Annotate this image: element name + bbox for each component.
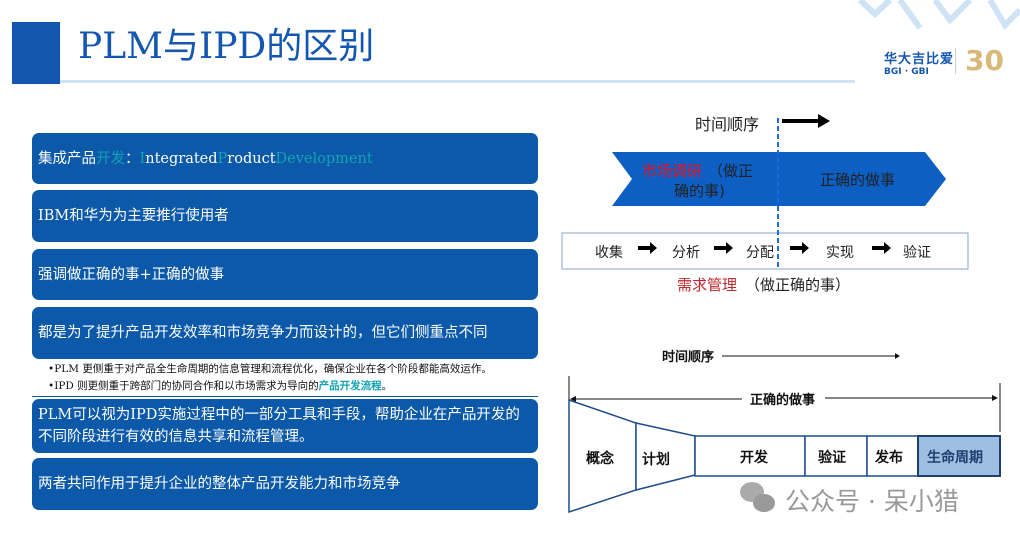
time-label: 时间顺序	[695, 115, 759, 134]
lifecycle-diagram: 时间顺序 正确的做事 概念 计划 开发 验证 发布 生命周期 公众号 · 呆小猎	[568, 349, 1001, 516]
hexagon-decoration	[857, 0, 1020, 30]
text: ntegrated	[145, 150, 218, 167]
time-label: 时间顺序	[662, 349, 714, 365]
span-label: 正确的做事	[750, 392, 815, 408]
stage-label: 生命周期	[927, 449, 983, 466]
text: •IPD 则更侧重于跨部门的协同合作和以市场需求为导向的	[48, 380, 319, 392]
chevron-market-research	[612, 152, 802, 206]
page-title: PLM与IPD的区别	[78, 26, 375, 67]
watermark: 公众号 · 呆小猎	[785, 487, 959, 516]
step: 验证	[903, 245, 931, 261]
box-joint-effect: 两者共同作用于提升企业的整体产品开发能力和市场竞争	[32, 458, 538, 510]
anniversary-logo: 30	[965, 44, 1004, 77]
bullet-ipd: •IPD 则更侧重于跨部门的协同合作和以市场需求为导向的产品开发流程。	[48, 378, 492, 395]
stage-label: 概念	[586, 450, 615, 467]
text: 开发	[96, 150, 125, 167]
title-accent	[12, 22, 60, 84]
title-underline	[60, 80, 855, 83]
process-box	[561, 232, 969, 270]
text: roduct	[227, 150, 276, 167]
step-arrows	[638, 242, 891, 254]
box-users: IBM和华为为主要推行使用者	[32, 190, 538, 242]
text: 。	[381, 380, 393, 392]
text: （做正确的事）	[745, 276, 850, 294]
stage-label: 计划	[642, 451, 670, 468]
demand-mgmt-label: 需求管理	[677, 276, 737, 294]
stage-develop	[694, 435, 806, 477]
stage-label: 发布	[874, 449, 903, 466]
text: P	[217, 150, 228, 167]
do-right-label: 正确的做事	[820, 171, 895, 189]
stage-label: 开发	[740, 449, 769, 466]
step: 实现	[826, 245, 854, 261]
text: 集成产品	[38, 150, 96, 167]
logo-divider	[955, 48, 956, 74]
box-emphasis: 强调做正确的事+正确的做事	[32, 249, 538, 300]
text: （做正	[708, 162, 753, 180]
requirements-diagram: 时间顺序 市场调研 （做正 确的事) 正确的做事 收集 分析 分配 实现 验证 …	[561, 114, 969, 294]
text: 确的事)	[674, 182, 725, 200]
divider	[32, 396, 538, 397]
bullet-list: •PLM 更侧重于对产品全生命周期的信息管理和流程优化，确保企业在各个阶段都能高…	[48, 361, 492, 395]
step: 分析	[672, 245, 700, 261]
step: 分配	[746, 245, 774, 261]
stage-lifecycle	[917, 435, 1001, 477]
text: 产品开发流程	[318, 380, 382, 392]
step: 收集	[595, 244, 623, 261]
box-common-goal: 都是为了提升产品开发效率和市场竞争力而设计的，但它们侧重点不同	[32, 307, 538, 359]
stage-verify	[804, 435, 868, 477]
market-research-label: 市场调研	[642, 162, 702, 180]
logo-cn: 华大吉比爱	[884, 52, 955, 67]
text: ：	[125, 150, 140, 167]
text: I	[139, 150, 146, 167]
wechat-icon	[740, 482, 775, 512]
company-logo: 华大吉比爱 BGI · GBI	[884, 48, 954, 77]
text: Development	[275, 150, 373, 167]
chevron-do-right	[772, 152, 946, 206]
box-plm-as-tool: PLM可以视为IPD实施过程中的一部分工具和手段，帮助企业在产品开发的不同阶段进…	[32, 399, 538, 453]
stage-label: 验证	[818, 449, 846, 466]
bullet-plm: •PLM 更侧重于对产品全生命周期的信息管理和流程优化，确保企业在各个阶段都能高…	[48, 363, 492, 375]
logo-en: BGI · GBI	[884, 67, 929, 77]
